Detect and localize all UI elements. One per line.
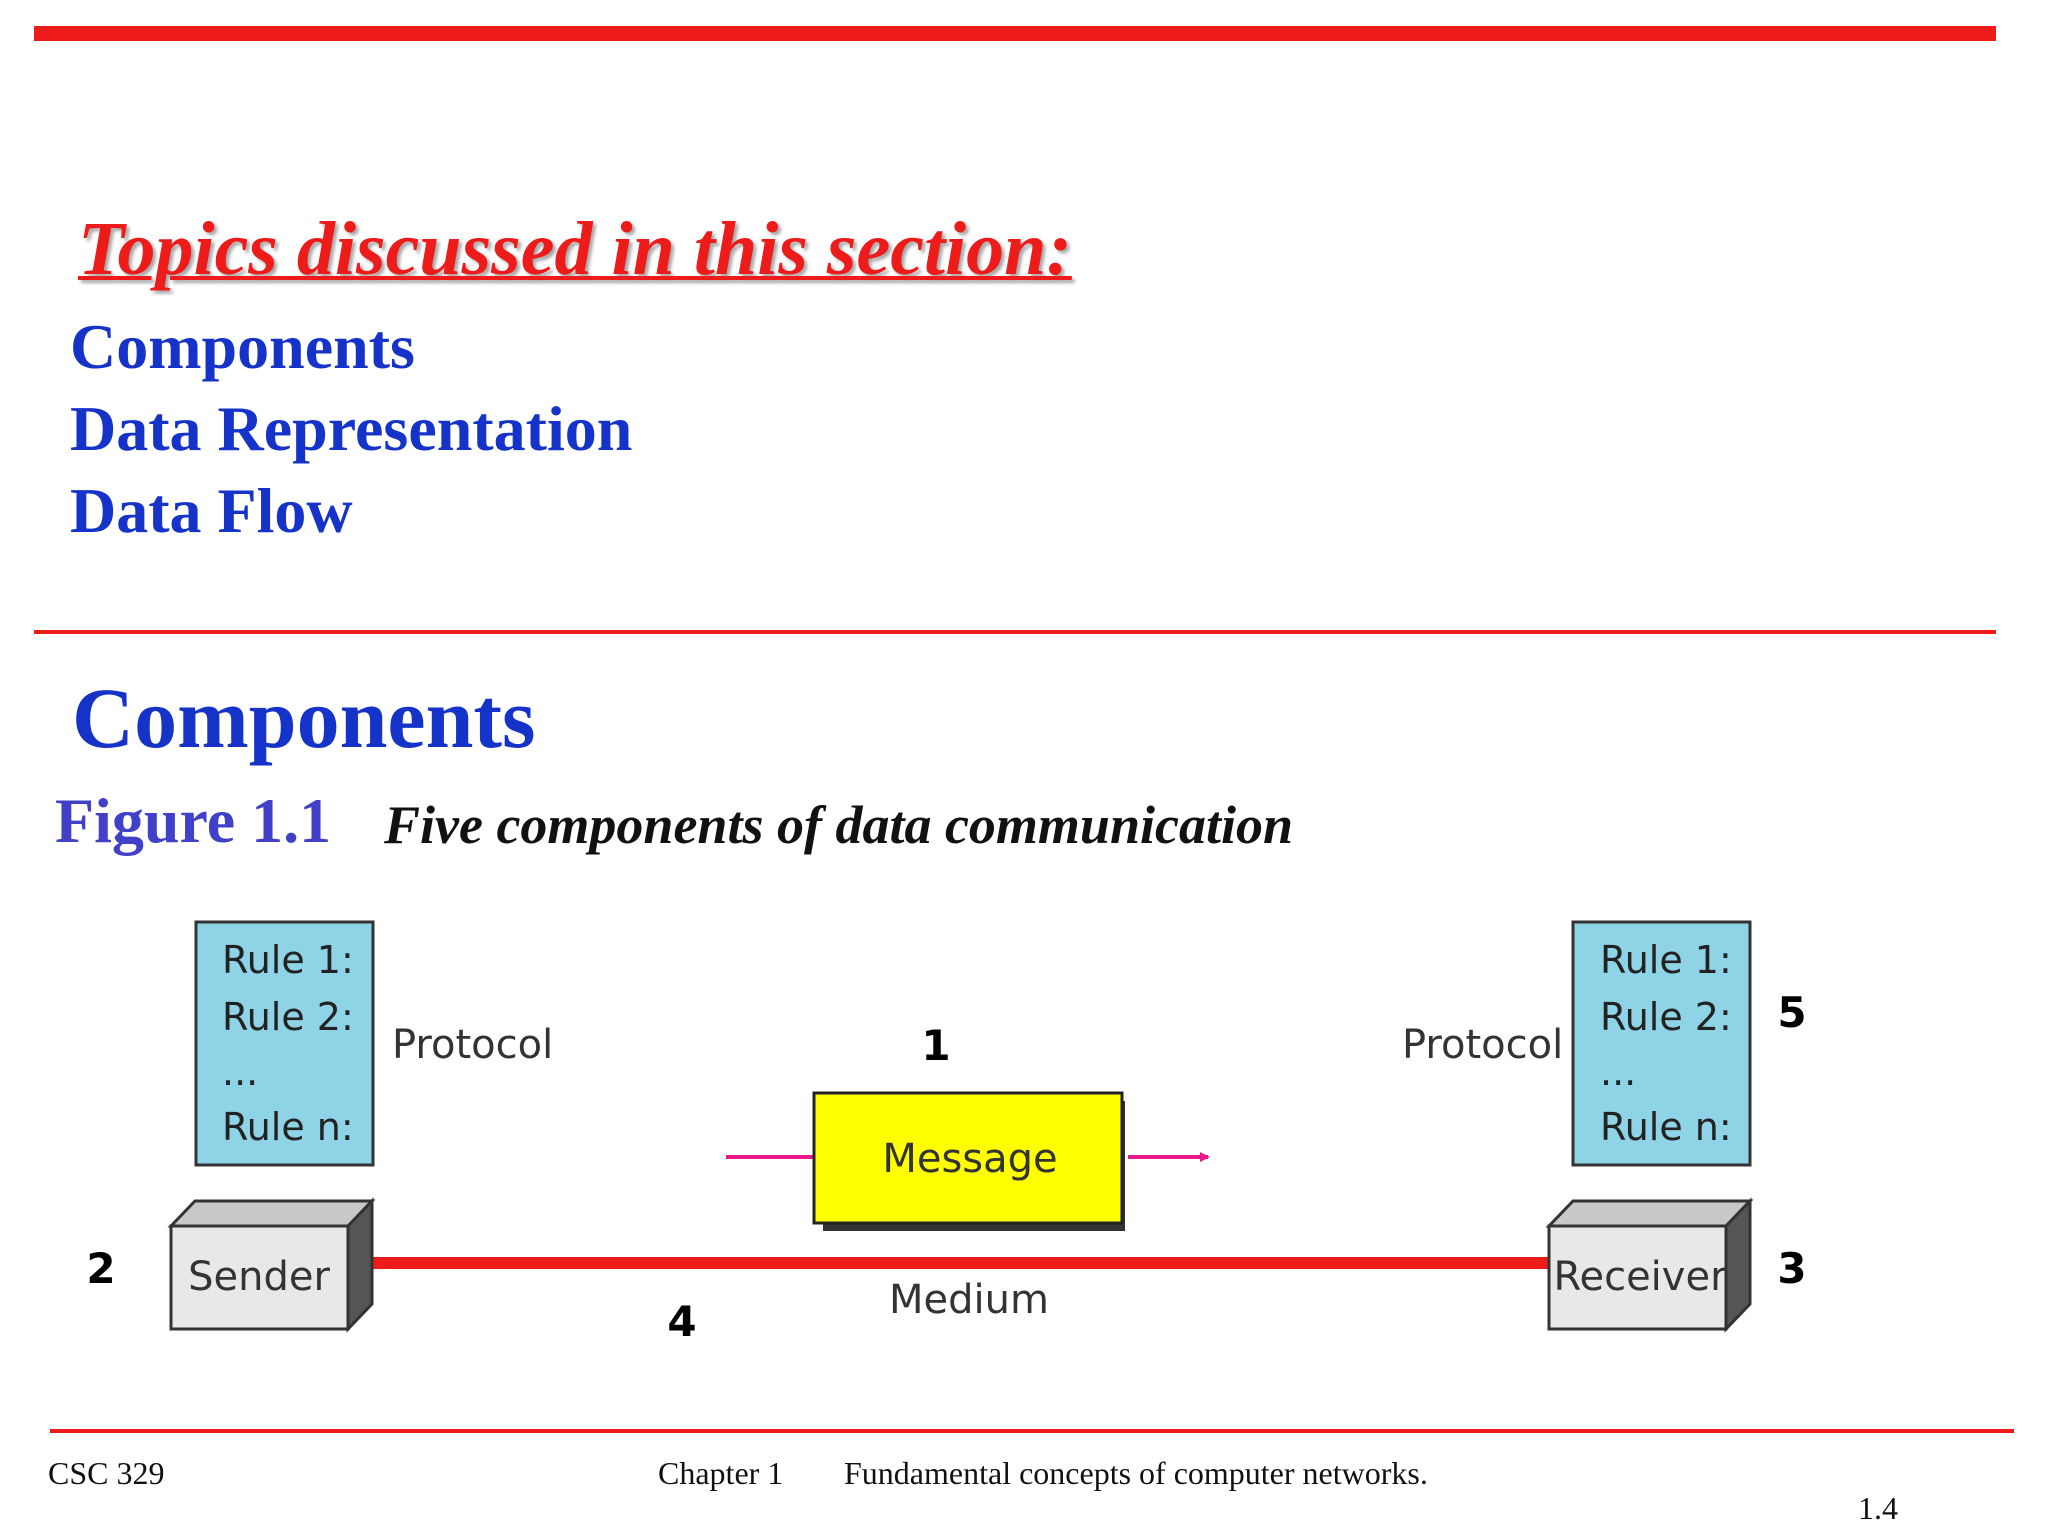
sender-top-face: [167, 1199, 376, 1228]
middle-divider: [34, 630, 1996, 634]
message-label: Message: [882, 1136, 1057, 1182]
left-protocol-label: Protocol: [392, 1022, 553, 1068]
footer-title: Fundamental concepts of computer network…: [844, 1455, 1428, 1491]
figure-caption: Five components of data communication: [384, 795, 1294, 855]
sender-front-face: [169, 1224, 350, 1331]
sender-device: Sender: [167, 1197, 376, 1333]
topic-item-data-flow: Data Flow: [70, 475, 353, 546]
left-rule-n: Rule n:: [222, 1105, 354, 1149]
receiver-front-face: [1547, 1224, 1728, 1331]
message-rect: [812, 1091, 1124, 1225]
right-rule-n: Rule n:: [1600, 1105, 1732, 1149]
right-rule-2: Rule 2:: [1600, 995, 1732, 1039]
number-protocol: 5: [1777, 988, 1806, 1037]
left-rule-1: Rule 1:: [222, 938, 354, 982]
figure-label: Figure 1.1: [55, 785, 332, 856]
right-protocol-box: Rule 1: Rule 2: ... Rule n:: [1571, 920, 1752, 1167]
footer-page-number: 1.4: [1858, 1490, 1898, 1526]
top-divider: [34, 26, 1996, 41]
topic-item-components: Components: [70, 311, 415, 382]
right-rule-ellipsis: ...: [1600, 1050, 1636, 1094]
left-rule-2: Rule 2:: [222, 995, 354, 1039]
right-rule-1: Rule 1:: [1600, 938, 1732, 982]
footer-chapter: Chapter 1: [658, 1455, 784, 1491]
number-receiver: 3: [1777, 1244, 1806, 1293]
topic-item-data-representation: Data Representation: [70, 393, 633, 464]
footer-divider: [50, 1429, 2014, 1433]
number-message: 1: [921, 1021, 950, 1070]
right-protocol-label: Protocol: [1402, 1022, 1563, 1068]
left-protocol-box: Rule 1: Rule 2: ... Rule n:: [194, 920, 375, 1167]
right-protocol-rect: [1571, 920, 1752, 1167]
receiver-side-face: [1724, 1197, 1752, 1333]
left-protocol-rect: [194, 920, 375, 1167]
section-title: Components: [72, 670, 536, 766]
number-medium: 4: [667, 1297, 696, 1346]
footer-course: CSC 329: [48, 1455, 165, 1491]
medium-label: Medium: [889, 1277, 1049, 1323]
message-box: Message: [812, 1091, 1125, 1231]
left-rule-ellipsis: ...: [222, 1050, 258, 1094]
receiver-top-face: [1545, 1199, 1754, 1228]
topics-heading: Topics discussed in this section:: [78, 207, 1072, 291]
number-sender: 2: [86, 1244, 115, 1293]
sender-label: Sender: [188, 1254, 330, 1300]
sender-side-face: [346, 1197, 374, 1333]
receiver-device: Receiver: [1545, 1197, 1754, 1333]
receiver-label: Receiver: [1553, 1254, 1727, 1300]
